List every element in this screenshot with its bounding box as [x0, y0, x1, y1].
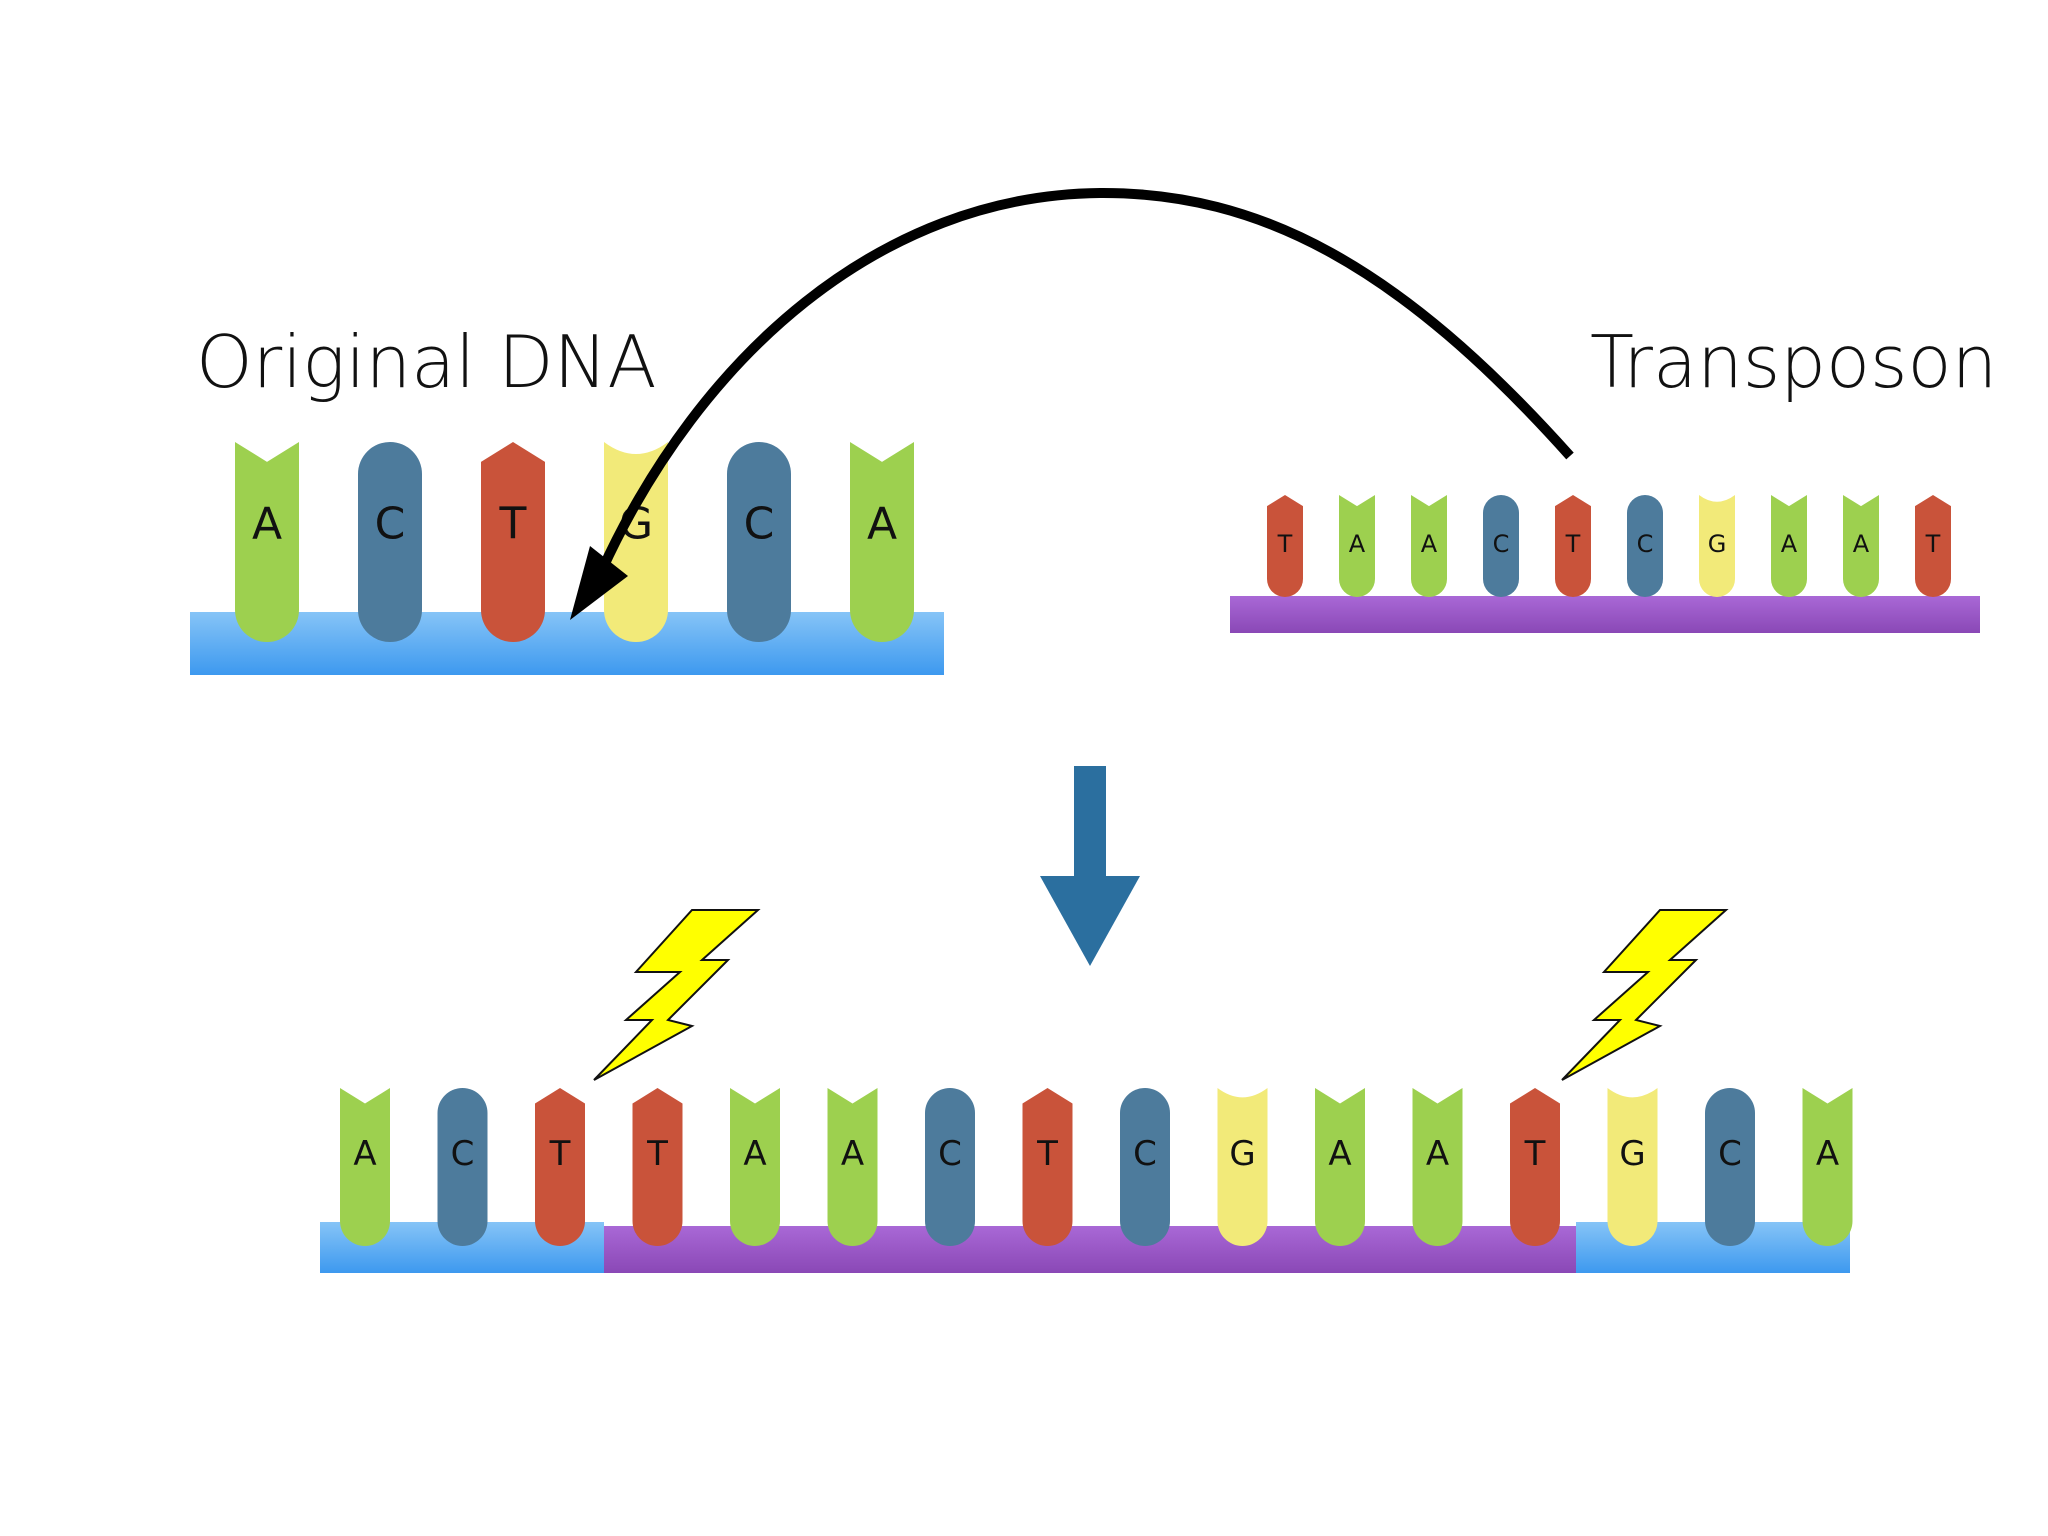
base-letter: T: [549, 1134, 571, 1174]
nucleotide-A: A: [730, 1088, 780, 1246]
nucleotide-G: G: [1217, 1088, 1268, 1246]
base-letter: A: [1349, 530, 1366, 558]
nucleotide-G: G: [1607, 1088, 1658, 1246]
base-letter: C: [451, 1134, 475, 1174]
nucleotide-A: A: [1339, 495, 1375, 597]
base-letter: G: [1229, 1134, 1255, 1174]
base-letter: A: [1816, 1134, 1839, 1174]
base-letter: A: [1421, 530, 1438, 558]
base-letter: C: [375, 499, 406, 550]
original-dna-label: Original DNA: [196, 320, 657, 404]
nucleotide-C: C: [1120, 1088, 1170, 1246]
base-letter: T: [1925, 530, 1941, 558]
nucleotide-A: A: [1771, 495, 1807, 597]
nucleotide-A: A: [1412, 1088, 1463, 1246]
base-letter: C: [938, 1134, 962, 1174]
base-letter: C: [744, 499, 775, 550]
nucleotide-C: C: [1627, 495, 1663, 597]
nucleotide-A: A: [235, 442, 299, 642]
base-letter: A: [743, 1134, 766, 1174]
nucleotide-C: C: [358, 442, 422, 642]
base-letter: A: [867, 499, 897, 550]
base-letter: C: [1493, 530, 1510, 558]
nucleotide-G: G: [1699, 495, 1735, 597]
nucleotide-T: T: [481, 442, 545, 642]
original-backbone: [190, 612, 944, 675]
base-letter: C: [1637, 530, 1654, 558]
nucleotide-T: T: [535, 1088, 585, 1246]
base-letter: T: [646, 1134, 668, 1174]
base-letter: G: [1619, 1134, 1645, 1174]
base-letter: A: [1426, 1134, 1449, 1174]
base-letter: C: [1718, 1134, 1742, 1174]
base-letter: G: [1708, 530, 1727, 558]
nucleotide-C: C: [925, 1088, 975, 1246]
nucleotide-C: C: [1705, 1088, 1755, 1246]
base-letter: A: [252, 499, 282, 550]
nucleotide-A: A: [1411, 495, 1447, 597]
nucleotide-C: C: [437, 1088, 488, 1246]
nucleotide-C: C: [727, 442, 791, 642]
nucleotide-T: T: [1915, 495, 1951, 597]
nucleotide-A: A: [1843, 495, 1879, 597]
nucleotide-A: A: [1315, 1088, 1365, 1246]
nucleotide-T: T: [632, 1088, 683, 1246]
lightning-bolt-icon: [1561, 909, 1729, 1081]
nucleotide-A: A: [850, 442, 914, 642]
nucleotide-G: G: [604, 442, 668, 642]
nucleotide-C: C: [1483, 495, 1519, 597]
nucleotide-T: T: [1022, 1088, 1073, 1246]
base-letter: T: [499, 499, 527, 550]
base-letter: A: [841, 1134, 864, 1174]
nucleotide-T: T: [1267, 495, 1303, 597]
base-letter: C: [1133, 1134, 1157, 1174]
nucleotide-T: T: [1555, 495, 1591, 597]
curved-arrow-icon: [570, 187, 1574, 620]
nucleotide-A: A: [1802, 1088, 1853, 1246]
nucleotide-A: A: [827, 1088, 878, 1246]
nucleotide-A: A: [340, 1088, 390, 1246]
lightning-bolt-icon: [593, 909, 761, 1081]
transposon-label: Transposon: [1590, 320, 1998, 404]
base-letter: A: [1853, 530, 1870, 558]
base-letter: A: [1328, 1134, 1351, 1174]
base-letter: T: [1524, 1134, 1546, 1174]
transposon-backbone: [1230, 596, 1980, 633]
base-letter: T: [1036, 1134, 1058, 1174]
base-letter: A: [1781, 530, 1798, 558]
base-letter: T: [1565, 530, 1581, 558]
nucleotide-T: T: [1510, 1088, 1560, 1246]
base-letter: T: [1277, 530, 1293, 558]
down-arrow-icon: [1040, 766, 1140, 966]
base-letter: A: [353, 1134, 376, 1174]
